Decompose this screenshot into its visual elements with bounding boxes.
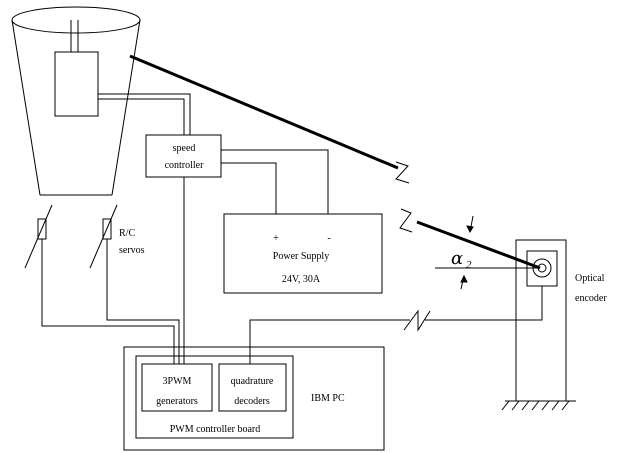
encoder-label-1: Optical [575, 273, 605, 284]
motor-box [54, 51, 99, 117]
pendulum-rod-lower [399, 208, 541, 270]
encoder-stand [501, 239, 576, 411]
wire-power-plus [221, 162, 277, 214]
power-supply-plus: + [273, 233, 279, 244]
wire-motor-a [98, 93, 191, 135]
pwm-board-label: PWM controller board [170, 424, 261, 435]
angle-subscript: 2 [466, 259, 472, 271]
fan-housing-left-edge [11, 19, 41, 196]
angle-symbol: α [451, 248, 463, 269]
pwm-generators-box [141, 363, 213, 412]
ground-hatching [501, 400, 570, 411]
speed-controller-label-2: controller [165, 160, 205, 171]
ibm-pc-label: IBM PC [311, 393, 345, 404]
speed-controller-label-1: speed [173, 143, 196, 154]
power-supply-name: Power Supply [273, 251, 329, 262]
rc-servo-left [24, 204, 53, 269]
power-supply-box [223, 213, 383, 294]
wire-servo-left [41, 239, 175, 364]
pwm-generators-label-1: 3PWM [163, 376, 192, 387]
wire-decoder-b [425, 286, 543, 321]
rc-servos-label-2: servos [119, 245, 145, 256]
wire-decoder-a [249, 319, 410, 364]
rc-servos-label-1: R/C [119, 228, 135, 239]
wire-break [403, 309, 431, 332]
rc-servo-right [89, 204, 118, 269]
fan-housing-top [11, 6, 141, 34]
wire-motor-b [98, 98, 185, 135]
wire-power-minus [221, 149, 329, 214]
power-supply-rating: 24V, 30A [282, 274, 321, 285]
quadrature-decoders-label-2: decoders [234, 396, 270, 407]
angle-marker [435, 215, 538, 290]
wire-servo-right [106, 239, 180, 364]
pwm-generators-label-2: generators [156, 396, 198, 407]
pendulum-rod-upper [129, 54, 410, 184]
quadrature-decoders-label-1: quadrature [231, 376, 274, 387]
encoder-label-2: encoder [575, 293, 607, 304]
fan-housing-right-edge [111, 19, 141, 196]
quadrature-decoders-box [218, 363, 287, 412]
wiring [41, 93, 543, 364]
power-supply-minus: - [327, 233, 330, 244]
fan-housing [11, 6, 141, 196]
